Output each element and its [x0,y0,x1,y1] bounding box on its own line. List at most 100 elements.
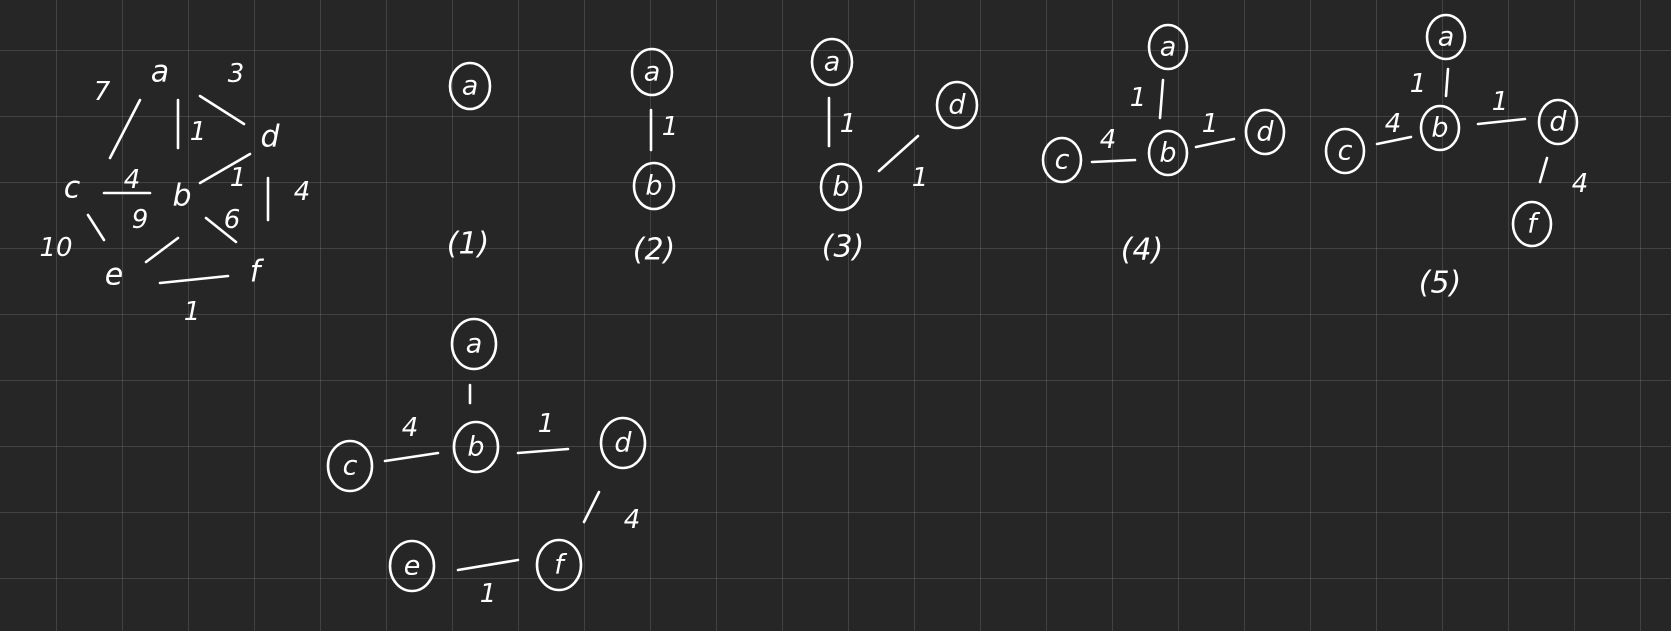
edge-weight-c-e: 10 [39,233,72,263]
tree-edge-weight-d-f: 4 [624,505,641,535]
graph-edge-a-d [198,94,246,126]
prim-step-1: a (1) [447,61,492,262]
node-label-c: c [1338,136,1353,167]
step-caption: (1) [447,227,490,262]
node-label-a: a [1438,22,1455,53]
tree-edge-d-f [1538,156,1549,184]
node-label-c: c [1055,145,1070,176]
graph-node-f: f [250,255,265,290]
node-circle-a [448,61,492,111]
node-circle-c [326,439,374,493]
node-label-a: a [466,329,483,360]
edge-weight-a-c: 7 [94,77,111,107]
tree-edge-weight-b-d: 1 [1202,109,1219,139]
tree-edge-weight-b-d: 1 [538,409,555,439]
node-circle-d [1537,98,1579,146]
prim-step-3: a b d 1 1 (3) [810,37,979,265]
node-label-b: b [467,432,484,463]
tree-edge-weight-e-f: 1 [480,579,497,609]
step-caption: (4) [1121,233,1164,268]
tree-edge-c-b [383,451,440,463]
step-caption: (5) [1419,266,1462,301]
node-circle-b [632,161,676,211]
node-label-d: d [1549,107,1567,138]
node-label-b: b [645,171,662,202]
node-circle-f [535,538,583,592]
node-label-b: b [1431,113,1448,144]
graph-edge-b-d [198,152,252,185]
tree-edge-c-b [1090,158,1137,164]
node-circle-c [1324,127,1366,175]
node-label-b: b [832,172,849,203]
tree-edge-weight-c-b: 4 [1385,109,1402,139]
node-label-a: a [462,71,479,102]
step-caption: (3) [822,230,865,265]
tree-edge-weight-d-f: 4 [1572,169,1589,199]
node-label-d: d [948,90,966,121]
edge-weight-b-f: 6 [224,205,241,235]
tree-edge-a-b [1444,67,1450,98]
graph-node-b: b [172,179,191,214]
node-circle-b [1419,104,1461,152]
tree-edge-b-d [877,134,920,173]
node-circle-a [630,47,674,97]
node-label-f: f [1527,209,1540,240]
graph-node-c: c [64,171,81,206]
tree-edge-weight-a-b: 1 [1130,83,1147,113]
graph-node-d: d [260,120,280,155]
node-circle-d [599,416,647,470]
edge-weight-d-f: 4 [294,177,311,207]
node-circle-a [1425,13,1467,61]
tree-edge-a-b [1158,78,1165,120]
tree-edge-weight-c-b: 4 [1100,125,1117,155]
graph-edge-b-f [204,216,238,244]
tree-edge-weight-a-b: 1 [1410,69,1427,99]
tree-edge-b-d [1194,137,1236,149]
prim-step-6: a b c d e f 4 1 4 1 [326,317,647,609]
node-label-a: a [824,47,841,78]
node-label-a: a [644,57,661,88]
node-label-f: f [554,550,567,581]
node-circle-b [452,420,500,474]
node-circle-f [1511,200,1553,248]
tree-edge-weight-a-b: 1 [840,109,857,139]
tree-edge-weight-a-b: 1 [662,112,679,142]
node-circle-d [1244,108,1286,156]
tree-edge-c-b [1375,135,1413,146]
node-circle-a [1147,23,1189,71]
node-label-c: c [343,451,358,482]
edge-weight-a-d: 3 [228,59,245,89]
prim-step-2: a b1 (2) [630,47,679,268]
tree-edge-b-d [1476,117,1527,126]
node-label-e: e [404,551,421,582]
node-circle-d [935,80,979,130]
graph-edge-e-f [158,274,230,285]
edge-weight-b-d: 1 [230,163,247,193]
node-circle-c [1041,136,1083,184]
edge-weight-c-b: 4 [124,165,141,195]
step-caption: (2) [633,233,676,268]
node-circle-b [1147,129,1189,177]
tree-edge-e-f [456,558,520,572]
tree-edge-weight-b-d: 1 [912,163,929,193]
graph-node-e: e [105,258,123,293]
node-circle-e [388,539,436,593]
graph-edge-b-e [144,236,180,264]
graph-edge-a-c [108,98,142,160]
edge-weight-e-f: 1 [184,297,201,327]
tree-edge-d-f [582,490,601,524]
tree-edge-weight-c-b: 4 [402,413,419,443]
node-label-d: d [614,428,632,459]
node-circle-a [450,317,498,371]
tree-edge-weight-b-d: 1 [1492,87,1509,117]
node-circle-a [810,37,854,87]
tree-edge-b-d [516,447,570,455]
edge-weight-a-b: 1 [190,117,207,147]
node-label-a: a [1160,32,1177,63]
node-circle-b [819,162,863,212]
